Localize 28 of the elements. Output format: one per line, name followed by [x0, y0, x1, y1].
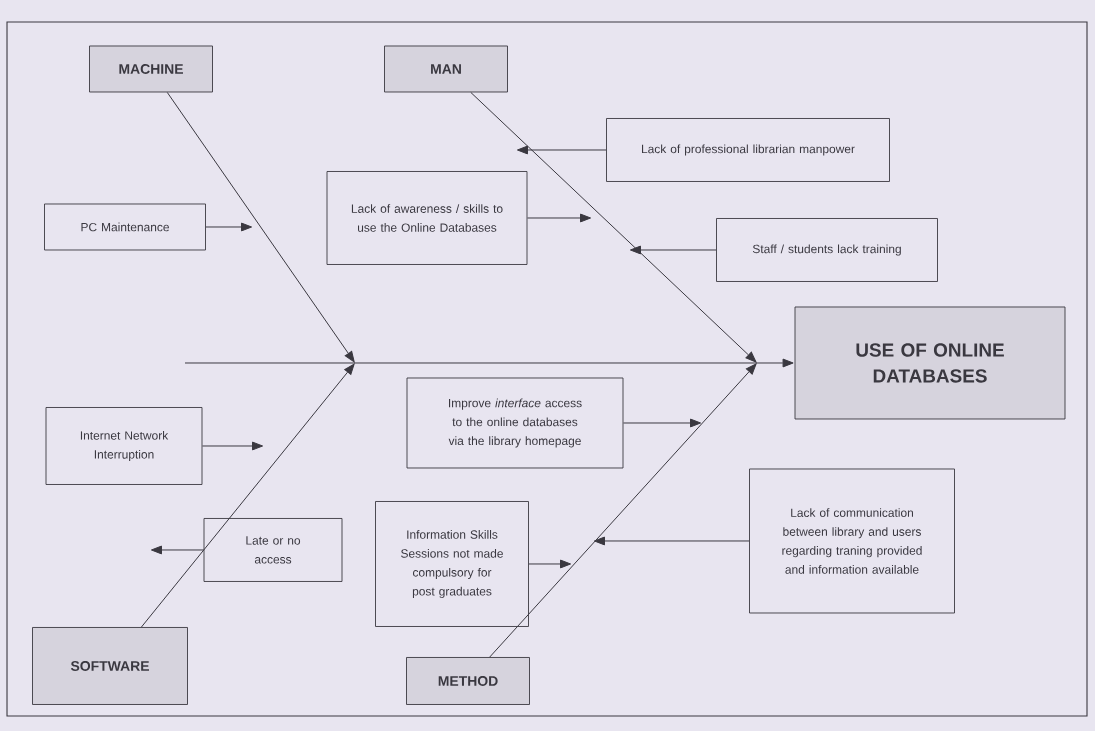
arrow — [516, 145, 607, 155]
arrow — [622, 418, 702, 428]
cause-box: PC Maintenance — [44, 203, 206, 251]
arrow — [593, 536, 750, 546]
bone-arrow — [489, 363, 757, 658]
arrow — [629, 245, 717, 255]
category-box: SOFTWARE — [32, 627, 188, 705]
bone-arrow — [140, 363, 355, 628]
arrow — [201, 441, 264, 451]
bone-arrow — [166, 91, 355, 363]
category-box: MAN — [384, 45, 508, 93]
arrow — [528, 559, 572, 569]
bone-arrow — [470, 91, 757, 363]
cause-box: Improve interface access to the online databases via the library homepage — [406, 377, 624, 469]
cause-box: Information Skills Sessions not made compulsory for post graduates — [375, 501, 529, 627]
arrow — [150, 545, 205, 555]
cause-box: Lack of professional librarian manpower — [606, 118, 890, 182]
cause-box: Late or no access — [203, 518, 343, 582]
arrow — [526, 213, 592, 223]
cause-box: Internet Network Interruption — [45, 407, 203, 485]
spine-arrow — [184, 358, 794, 368]
effect-box: USE OF ONLINE DATABASES — [794, 306, 1066, 420]
category-box: METHOD — [406, 657, 530, 705]
cause-box: Staff / students lack training — [716, 218, 938, 282]
category-box: MACHINE — [89, 45, 213, 93]
cause-box: Lack of communication between library and users regarding traning provided and information available — [749, 468, 955, 614]
arrow — [205, 222, 253, 232]
cause-box: Lack of awareness / skills to use the Online Databases — [326, 171, 528, 265]
